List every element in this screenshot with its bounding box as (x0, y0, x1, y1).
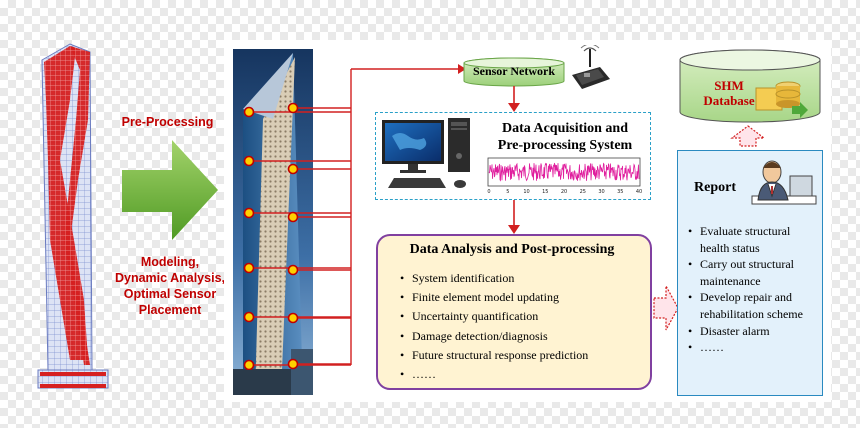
sensor-connection-lines (243, 64, 466, 370)
waveform-tick-label: 5 (506, 189, 509, 195)
person-at-desk-icon (751, 160, 817, 205)
list-item: Uncertainty quantification (400, 307, 640, 326)
process-arrow-icon (122, 140, 218, 240)
report-arrow-icon (653, 285, 679, 331)
waveform-tick-label: 15 (542, 189, 548, 195)
waveform-tick-label: 35 (617, 189, 623, 195)
data-acquisition-title: Data Acquisition and Pre-processing Syst… (485, 120, 645, 154)
report-list: Evaluate structural health status Carry … (688, 223, 818, 356)
flow-arrow-down (508, 86, 520, 112)
sensor-network-label: Sensor Network (472, 64, 556, 78)
modeling-line: Optimal Sensor (123, 287, 217, 301)
modeling-line: Placement (138, 303, 202, 317)
data-acquisition-title-line: Data Acquisition and (501, 121, 629, 136)
list-item: …… (688, 339, 818, 356)
pre-processing-label: Pre-Processing (121, 115, 214, 129)
computer-icon (382, 118, 470, 188)
waveform-plot: 0 5 10 15 20 25 30 35 40 (487, 157, 642, 195)
data-analysis-title: Data Analysis and Post-processing (409, 242, 615, 257)
data-analysis-list: System identification Finite element mod… (400, 269, 640, 384)
modeling-line: Dynamic Analysis, (114, 271, 225, 285)
waveform-tick-label: 20 (561, 189, 567, 195)
report-title: Report (694, 180, 736, 195)
waveform-tick-label: 0 (487, 189, 490, 195)
modeling-label: Modeling, Dynamic Analysis, Optimal Sens… (110, 254, 230, 318)
list-item: Future structural response prediction (400, 346, 640, 365)
data-acquisition-title-line: Pre-processing System (497, 138, 633, 153)
wireless-sensor-icon (572, 45, 610, 89)
shm-database-label-line: Database (703, 93, 755, 108)
list-item: Finite element model updating (400, 288, 640, 307)
waveform-signal (488, 162, 640, 182)
flow-arrow-down (508, 200, 520, 234)
shm-database-label: SHM Database (684, 78, 774, 108)
building-photo (233, 49, 313, 395)
list-item: …… (400, 365, 640, 384)
waveform-tick-label: 25 (580, 189, 586, 195)
list-item: Damage detection/diagnosis (400, 327, 640, 346)
list-item: Disaster alarm (688, 323, 818, 340)
waveform-tick-label: 10 (523, 189, 529, 195)
modeling-line: Modeling, (140, 255, 200, 269)
list-item: Carry out structural maintenance (688, 256, 818, 289)
database-arrow-icon (730, 125, 766, 147)
list-item: Develop repair and rehabilitation scheme (688, 289, 818, 322)
waveform-tick-label: 30 (598, 189, 604, 195)
waveform-tick-label: 40 (636, 189, 642, 195)
structural-model-tower-icon (37, 43, 109, 389)
shm-database-label-line: SHM (714, 78, 744, 93)
list-item: System identification (400, 269, 640, 288)
list-item: Evaluate structural health status (688, 223, 818, 256)
sensor-network-cylinder (463, 57, 565, 87)
shm-database-cylinder (679, 49, 821, 123)
